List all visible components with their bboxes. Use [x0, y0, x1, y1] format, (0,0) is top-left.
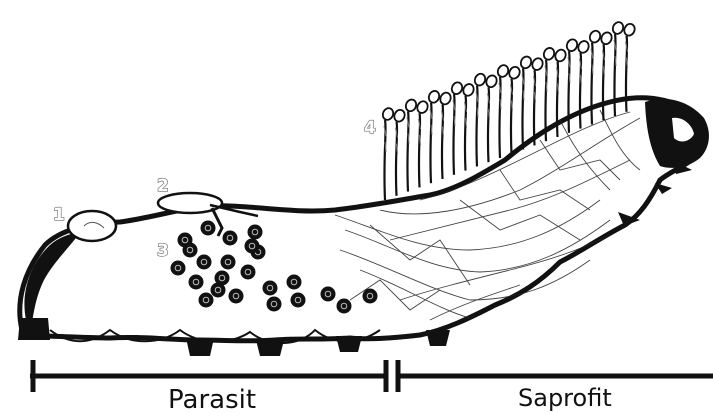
fruiting-head — [530, 57, 544, 72]
hyphal-body — [215, 271, 230, 286]
hyphal-body — [245, 239, 260, 254]
hyphal-body — [241, 265, 256, 280]
hyphal-body — [263, 281, 278, 296]
phase-saprofit-label: Saprofit — [518, 384, 612, 412]
label-3: 3 — [157, 241, 169, 261]
fruiting-head — [611, 20, 625, 35]
fruiting-head — [576, 39, 590, 54]
proleg — [336, 336, 362, 352]
hyphal-body — [363, 289, 378, 304]
fruiting-head — [599, 31, 613, 46]
fruiting-head — [381, 106, 395, 121]
hyphal-body — [248, 225, 263, 240]
proleg — [426, 330, 450, 346]
label-4: 4 — [364, 118, 376, 138]
hyphal-body — [221, 255, 236, 270]
hyphal-body — [291, 293, 306, 308]
label-1: 1 — [53, 205, 65, 225]
fruiting-head — [392, 108, 406, 123]
proleg — [18, 318, 50, 340]
hyphal-body — [189, 275, 204, 290]
hyphal-body — [229, 289, 244, 304]
fruiting-head — [622, 22, 636, 37]
fruiting-head — [415, 100, 429, 115]
fruiting-head — [519, 55, 533, 70]
fruiting-head — [473, 72, 487, 87]
caterpillar-outline — [20, 98, 704, 341]
fruiting-head — [565, 38, 579, 53]
fruiting-head — [507, 65, 521, 80]
fruiting-head — [450, 81, 464, 96]
fruiting-head — [484, 74, 498, 89]
fruiting-head — [438, 91, 452, 106]
hyphal-body — [223, 231, 238, 246]
hyphal-body — [197, 255, 212, 270]
fruiting-head — [496, 63, 510, 78]
hyphal-body — [267, 297, 282, 312]
hyphal-body — [321, 287, 336, 302]
fruiting-head — [427, 89, 441, 104]
fruiting-head — [553, 48, 567, 63]
fruiting-head — [542, 46, 556, 61]
phase-parasit-label: Parasit — [168, 385, 256, 414]
fruiting-head — [588, 29, 602, 44]
hyphal-body — [337, 299, 352, 314]
fruiting-head — [404, 98, 418, 113]
fruiting-head — [461, 82, 475, 97]
hyphal-body — [287, 275, 302, 290]
label-2: 2 — [157, 176, 169, 196]
hyphal-body — [183, 243, 198, 258]
spore-1 — [68, 211, 116, 241]
hyphal-body — [199, 293, 214, 308]
hyphal-body — [171, 261, 186, 276]
hyphal-body — [201, 221, 216, 236]
